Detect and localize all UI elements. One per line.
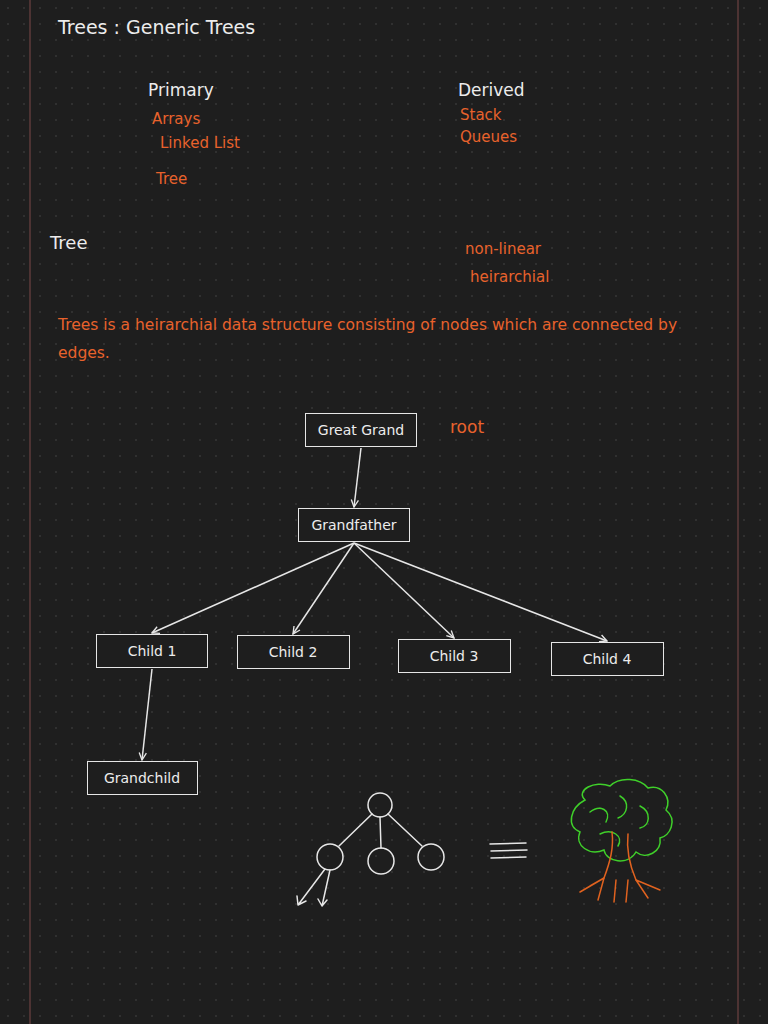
definition-text: Trees is a heirarchial data structure co… bbox=[58, 312, 678, 368]
list-item: Linked List bbox=[160, 134, 240, 153]
tree-node-box: Child 4 bbox=[551, 642, 664, 676]
root-note: root bbox=[450, 417, 484, 438]
node-label: Great Grand bbox=[318, 422, 404, 438]
tree-node-box: Great Grand bbox=[305, 413, 417, 447]
node-label: Child 1 bbox=[128, 643, 177, 659]
tree-circle bbox=[418, 844, 444, 870]
section-heading: Primary bbox=[148, 80, 214, 101]
section-heading: Derived bbox=[458, 80, 525, 101]
tree-edge-arrow bbox=[354, 543, 454, 638]
tree-node-box: Child 1 bbox=[96, 634, 208, 668]
node-label: Grandchild bbox=[104, 770, 180, 786]
tree-circle bbox=[368, 848, 394, 874]
tree-trunk bbox=[580, 832, 660, 902]
node-label: Grandfather bbox=[311, 517, 396, 533]
margin-line bbox=[29, 0, 31, 1024]
tree-edge bbox=[297, 869, 330, 906]
list-item: Arrays bbox=[152, 110, 200, 129]
tree-node-box: Grandchild bbox=[87, 761, 198, 795]
node-label: Child 4 bbox=[583, 651, 632, 667]
tree-node-box: Child 3 bbox=[398, 639, 511, 673]
section-heading: Tree bbox=[50, 232, 88, 255]
equivalence-sign bbox=[490, 843, 527, 858]
page-title: Trees : Generic Trees bbox=[58, 16, 255, 40]
tree-edge-arrow bbox=[152, 543, 354, 633]
list-item: Queues bbox=[460, 128, 517, 147]
tree-circle bbox=[317, 844, 343, 870]
tree-edge-arrow bbox=[354, 448, 361, 507]
tree-crown bbox=[571, 779, 672, 860]
list-item: Stack bbox=[460, 106, 502, 125]
tree-edge-arrow bbox=[293, 543, 354, 634]
margin-line bbox=[737, 0, 739, 1024]
tree-edge-arrow bbox=[142, 669, 152, 760]
tree-edge bbox=[339, 814, 422, 848]
tree-edge-arrow bbox=[354, 543, 607, 641]
tree-node-box: Child 2 bbox=[237, 635, 350, 669]
property-note: non-linear bbox=[465, 240, 541, 259]
list-item: Tree bbox=[156, 170, 187, 189]
node-label: Child 3 bbox=[430, 648, 479, 664]
property-note: heirarchial bbox=[470, 268, 549, 287]
tree-node-box: Grandfather bbox=[298, 508, 410, 542]
node-label: Child 2 bbox=[269, 644, 318, 660]
